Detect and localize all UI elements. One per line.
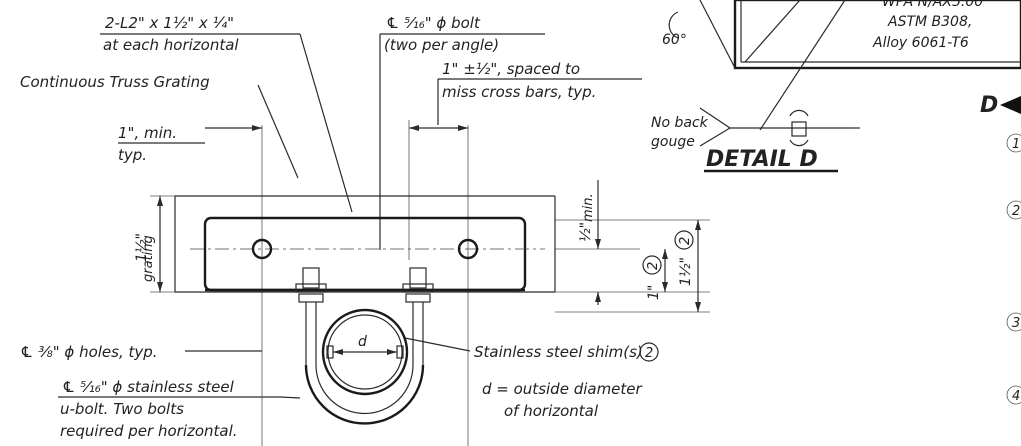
material-line3: Alloy 6061-T6	[872, 35, 969, 51]
angle-callout-line2: at each horizontal	[103, 36, 239, 54]
shim-note-number: 2	[645, 346, 653, 361]
grating-callout: Continuous Truss Grating	[20, 73, 210, 91]
shim-note-circle	[639, 342, 659, 362]
min-callout-line2: typ.	[118, 146, 147, 164]
weld-angle: 60°	[662, 32, 687, 48]
no-back-gouge-line1: No back	[651, 115, 709, 131]
half-min-word: min.	[581, 193, 596, 222]
ubolt-callout-line2: u-bolt. Two bolts	[60, 400, 184, 418]
diameter-note-line1: d = outside diameter	[482, 380, 643, 398]
half-min-value: ½"	[578, 222, 594, 242]
side-note-1: 1	[1012, 137, 1020, 152]
assembly	[174, 195, 556, 425]
one-inch-note-number: 2	[646, 262, 661, 270]
d-label: d	[358, 334, 367, 350]
one-half-value: 1½"	[678, 257, 694, 286]
dimension-lines	[150, 120, 710, 446]
ubolt-callout-line1: ℄ ⁵⁄₁₆" ϕ stainless steel	[62, 378, 235, 396]
side-note-4: 4	[1012, 389, 1020, 404]
one-half-note-number: 2	[678, 237, 693, 245]
section-arrow-icon	[1000, 96, 1021, 114]
one-inch-value: 1"	[646, 285, 662, 300]
bolt-callout-line2: (two per angle)	[384, 36, 499, 54]
diameter-note-line2: of horizontal	[504, 402, 599, 420]
material-line2: ASTM B308,	[887, 14, 972, 30]
ubolt-callout-line3: required per horizontal.	[60, 422, 238, 440]
callout-text: 2-L2" x 1½" x ¼" at each horizontal ℄ ⁵⁄…	[20, 14, 659, 440]
section-letter: D	[980, 93, 998, 118]
side-notes: 1 2 3 4	[1006, 133, 1021, 405]
one-half-note-circle	[674, 230, 694, 250]
bolt-callout-line1: ℄ ⁵⁄₁₆" ϕ bolt	[386, 14, 481, 32]
detail-d-weld	[668, 0, 1021, 147]
grating-depth-value: 1½"	[134, 233, 150, 262]
shim-callout: Stainless steel shim(s)	[474, 343, 643, 361]
holes-callout: ℄ ⅜" ϕ holes, typ.	[20, 343, 158, 361]
no-back-gouge-line2: gouge	[651, 134, 695, 150]
spacing-callout-line1: 1" ±½", spaced to	[442, 60, 580, 78]
side-note-3: 3	[1012, 316, 1020, 331]
material-line1: WPA N/AX5.00	[882, 0, 983, 10]
side-note-2: 2	[1012, 204, 1020, 219]
min-callout-line1: 1", min.	[118, 124, 177, 142]
detail-d-text: 60° WPA N/AX5.00 ASTM B308, Alloy 6061-T…	[651, 0, 1021, 173]
detail-title: DETAIL D	[706, 147, 818, 172]
grating-depth-word: grating	[141, 235, 156, 282]
spacing-callout-line2: miss cross bars, typ.	[442, 83, 596, 101]
one-inch-note-circle	[642, 255, 662, 275]
callout-leaders	[58, 33, 642, 399]
dimension-text: 1½" grating ½" min. 1" 2 1½" 2	[134, 193, 694, 300]
angle-callout-line1: 2-L2" x 1½" x ¼"	[105, 14, 234, 32]
